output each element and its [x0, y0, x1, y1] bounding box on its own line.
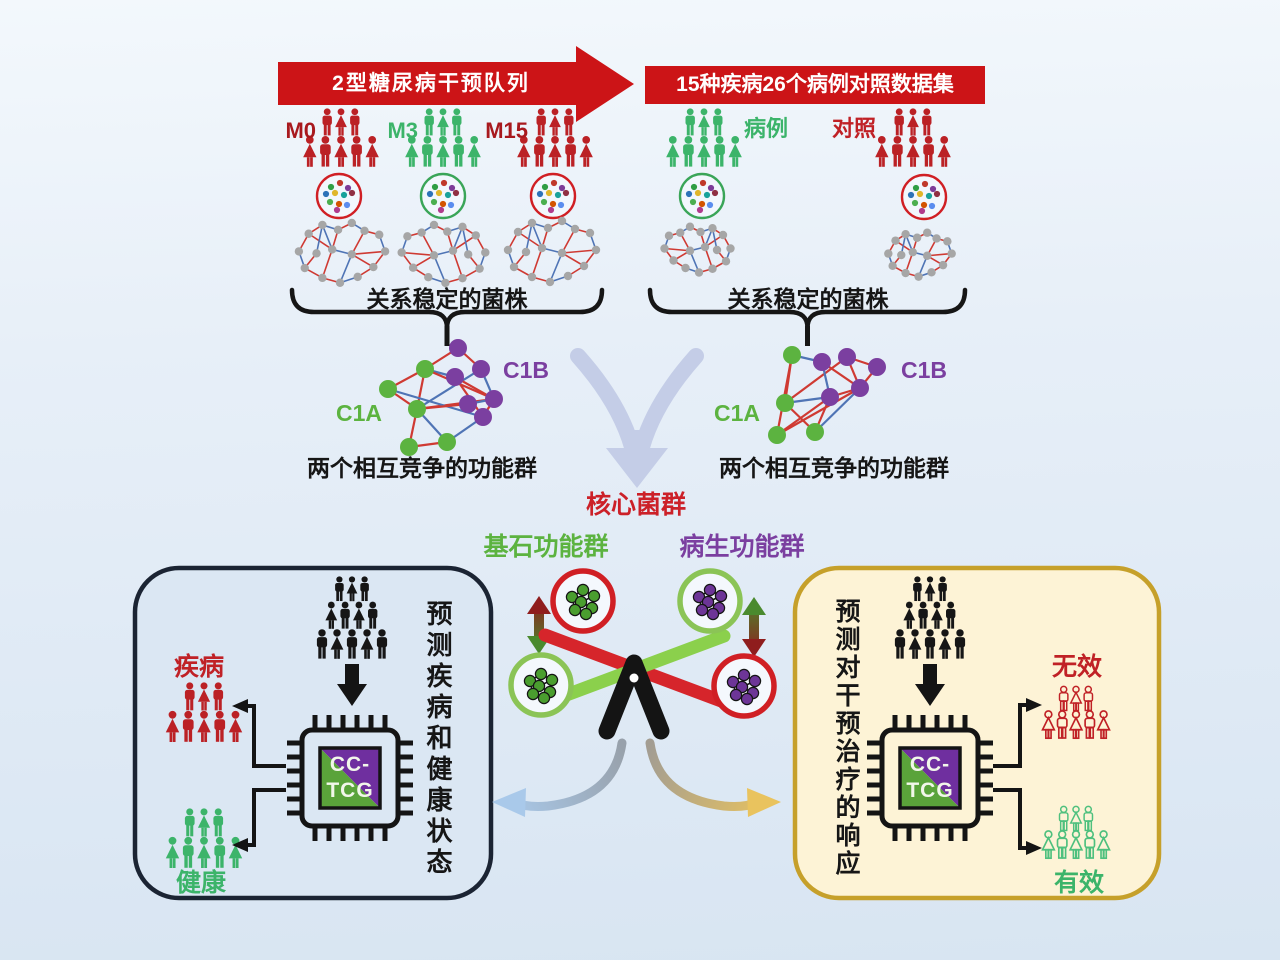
m15-people-icon [517, 108, 593, 167]
competing-right-label: 两个相互竞争的功能群 [719, 455, 949, 481]
health-people-icon [165, 808, 243, 868]
cc-tcg-chip-left-label: CC- TCG [310, 752, 390, 804]
updown-arrow-right-icon [742, 597, 766, 657]
chip-left-line1: CC- [329, 753, 371, 776]
keystone-group-label: 基石功能群 [483, 533, 609, 561]
cohort-pyramid-left-icon [316, 576, 388, 659]
disease-people-icon [165, 682, 243, 742]
competing-network-right [768, 346, 886, 444]
m15-network-icon [503, 216, 601, 287]
case-label: 病例 [743, 116, 788, 141]
m3-microbiome-icon [419, 172, 467, 220]
timepoint-m15-label: M15 [485, 118, 528, 143]
disease-label: 疾病 [173, 653, 224, 681]
keystone-high-circle [550, 568, 616, 634]
pathogenic-group-label: 病生功能群 [679, 533, 805, 561]
control-microbiome-icon [900, 173, 948, 221]
m3-people-icon [405, 108, 481, 167]
pathogenic-high-circle [677, 568, 743, 634]
cc-tcg-chip-right-icon [867, 715, 993, 841]
ineffective-people-icon [1041, 685, 1111, 740]
dataset-banner-label: 15种疾病26个病例对照数据集 [676, 73, 954, 96]
core-microbiota-label: 核心菌群 [585, 491, 686, 519]
control-people-icon [875, 108, 951, 167]
case-network-icon [660, 222, 735, 277]
stable-strains-right-brace [647, 287, 968, 346]
stable-strains-left-brace [289, 287, 605, 346]
curved-arrow-left-icon [492, 738, 627, 817]
balance-icon [508, 568, 777, 740]
chip-left-line2: TCG [326, 779, 374, 802]
m0-network-icon [294, 218, 390, 287]
stable-strains-right-label: 关系稳定的菌株 [727, 286, 889, 312]
cc-tcg-chip-left-icon [287, 715, 413, 841]
c1b-left-label: C1B [502, 357, 549, 383]
m0-people-icon [303, 108, 379, 167]
timepoint-m0-label: M0 [285, 118, 316, 143]
timepoint-m3-label: M3 [387, 118, 418, 143]
left-box-vertical-caption: 预测疾病和健康状态 [423, 600, 453, 879]
dataset-banner-rect [645, 66, 985, 104]
c1a-right-label: C1A [713, 400, 760, 426]
updown-arrow-left-icon [527, 596, 551, 654]
control-label: 对照 [831, 116, 876, 141]
competing-left-label: 两个相互竞争的功能群 [307, 455, 537, 481]
case-people-icon [666, 108, 742, 167]
output-bracket-right [993, 698, 1042, 855]
effective-label: 有效 [1053, 869, 1104, 897]
control-network-icon [884, 228, 956, 281]
stable-strains-left-label: 关系稳定的菌株 [366, 286, 528, 312]
ineffective-label: 无效 [1051, 653, 1102, 681]
cc-tcg-chip-right-label: CC- TCG [890, 752, 970, 804]
m0-microbiome-icon [315, 172, 363, 220]
pathogenic-low-circle [711, 653, 777, 719]
case-microbiome-icon [678, 172, 726, 220]
effective-people-icon [1041, 805, 1111, 860]
health-label: 健康 [175, 869, 226, 897]
c1a-left-label: C1A [335, 400, 382, 426]
curved-arrow-right-icon [645, 738, 781, 817]
m15-microbiome-icon [529, 172, 577, 220]
cohort-pyramid-right-icon [894, 576, 966, 659]
cohort-banner-arrow [278, 46, 634, 122]
right-box-vertical-caption: 预测对干预治疗的响应 [832, 598, 860, 878]
merge-arrow-icon [570, 348, 704, 488]
chip-right-line2: TCG [906, 779, 954, 802]
c1b-right-label: C1B [900, 357, 947, 383]
down-arrow-left-icon [337, 664, 367, 706]
keystone-low-circle [508, 652, 574, 718]
competing-network-left [379, 339, 503, 456]
chip-right-line1: CC- [909, 753, 951, 776]
fulcrum-icon [598, 654, 670, 740]
m3-network-icon [397, 220, 490, 288]
down-arrow-right-icon [915, 664, 945, 706]
output-bracket-left [232, 699, 286, 852]
cohort-banner-label: 2型糖尿病干预队列 [332, 72, 530, 95]
